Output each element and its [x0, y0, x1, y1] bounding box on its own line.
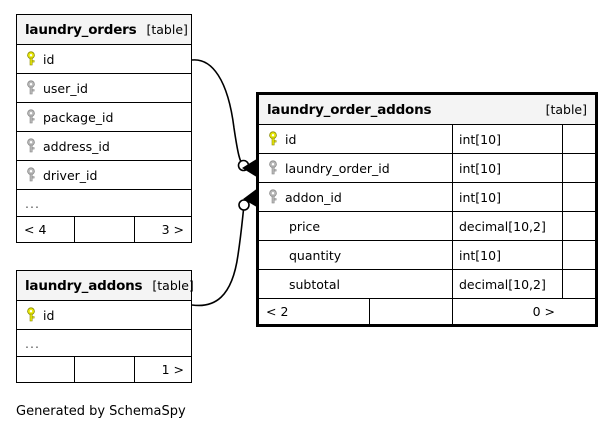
relationship-arrowhead: [243, 189, 257, 207]
table-row[interactable]: laundry_order_id int[10]: [259, 154, 595, 183]
column-cell-quantity: quantity: [259, 241, 452, 269]
column-name: quantity: [289, 247, 342, 263]
table-row[interactable]: driver_id: [17, 161, 191, 190]
column-extra: [562, 183, 595, 211]
column-name: address_id: [43, 138, 110, 154]
column-name: addon_id: [285, 189, 342, 205]
column-cell-id: id: [17, 45, 191, 73]
table-header-laundry-orders: laundry_orders [table]: [17, 15, 191, 45]
table-kind-label: [table]: [152, 278, 194, 293]
column-name: price: [289, 218, 321, 234]
foreign-key-icon: [27, 138, 35, 153]
footer-next-count[interactable]: 0 >: [452, 299, 562, 324]
table-footer-laundry-orders: < 4 3 >: [17, 217, 191, 242]
more-columns-indicator: ...: [17, 330, 191, 357]
column-type: int[10]: [452, 183, 562, 211]
table-row[interactable]: address_id: [17, 132, 191, 161]
table-title: laundry_addons: [25, 277, 143, 294]
table-footer-laundry-addons: 1 >: [17, 357, 191, 382]
relationship-arrowhead: [242, 159, 257, 177]
column-type: int[10]: [452, 125, 562, 153]
column-cell-price: price: [259, 212, 452, 240]
foreign-key-icon: [27, 109, 35, 124]
table-laundry-orders[interactable]: laundry_orders [table] id user_id: [16, 14, 192, 243]
table-row[interactable]: id int[10]: [259, 125, 595, 154]
column-name: id: [43, 51, 55, 67]
column-type: decimal[10,2]: [452, 270, 562, 298]
relationship-line-orders-to-order-addons: [191, 59, 244, 166]
table-kind-label: [table]: [545, 102, 587, 117]
column-name: user_id: [43, 80, 88, 96]
footer-middle: [74, 217, 133, 242]
column-type: decimal[10,2]: [452, 212, 562, 240]
column-cell-id: id: [17, 301, 191, 329]
table-laundry-addons[interactable]: laundry_addons [table] id ... 1 >: [16, 270, 194, 383]
footer-middle: [369, 299, 452, 324]
column-extra: [562, 154, 595, 182]
column-name: id: [43, 307, 55, 323]
relationship-line-addons-to-order-addons: [191, 205, 245, 307]
footer-prev-count[interactable]: < 4: [24, 222, 47, 237]
column-cell-subtotal: subtotal: [259, 270, 452, 298]
column-cell-id: id: [259, 125, 452, 153]
table-row[interactable]: price decimal[10,2]: [259, 212, 595, 241]
primary-key-icon: [269, 131, 277, 146]
table-header-laundry-addons: laundry_addons [table]: [17, 271, 194, 301]
column-name: id: [285, 131, 297, 147]
primary-key-icon: [27, 307, 35, 322]
table-row[interactable]: quantity int[10]: [259, 241, 595, 270]
footer-middle: [74, 357, 133, 382]
column-extra: [562, 241, 595, 269]
relationship-endpoint-circle: [237, 159, 250, 172]
column-type: int[10]: [452, 241, 562, 269]
relationship-endpoint-circle: [238, 199, 250, 211]
primary-key-icon: [27, 51, 35, 66]
table-row[interactable]: package_id: [17, 103, 191, 132]
table-row[interactable]: addon_id int[10]: [259, 183, 595, 212]
table-kind-label: [table]: [146, 22, 188, 37]
table-header-laundry-order-addons: laundry_order_addons [table]: [259, 95, 595, 125]
column-name: subtotal: [289, 276, 340, 292]
generated-by-caption: Generated by SchemaSpy: [16, 404, 186, 419]
footer-next-count[interactable]: 1 >: [133, 357, 191, 382]
column-cell-addon-id: addon_id: [259, 183, 452, 211]
column-extra: [562, 125, 595, 153]
column-name: laundry_order_id: [285, 160, 390, 176]
foreign-key-icon: [27, 167, 35, 182]
table-row[interactable]: id: [17, 301, 191, 330]
footer-next-count[interactable]: 3 >: [133, 217, 191, 242]
column-cell-driver-id: driver_id: [17, 161, 191, 189]
column-name: driver_id: [43, 167, 98, 183]
foreign-key-icon: [269, 160, 277, 175]
column-extra: [562, 212, 595, 240]
table-footer-laundry-order-addons: < 2 0 >: [259, 299, 595, 324]
footer-prev-count[interactable]: < 2: [266, 304, 289, 319]
column-name: package_id: [43, 109, 114, 125]
column-cell-laundry-order-id: laundry_order_id: [259, 154, 452, 182]
table-row[interactable]: id: [17, 45, 191, 74]
column-extra: [562, 270, 595, 298]
more-columns-indicator: ...: [17, 190, 191, 217]
table-row[interactable]: subtotal decimal[10,2]: [259, 270, 595, 299]
column-cell-user-id: user_id: [17, 74, 191, 102]
column-cell-package-id: package_id: [17, 103, 191, 131]
table-laundry-order-addons[interactable]: laundry_order_addons [table] id int[10] …: [256, 92, 598, 327]
table-title: laundry_order_addons: [267, 101, 432, 118]
column-cell-address-id: address_id: [17, 132, 191, 160]
table-row[interactable]: user_id: [17, 74, 191, 103]
foreign-key-icon: [269, 189, 277, 204]
column-type: int[10]: [452, 154, 562, 182]
table-title: laundry_orders: [25, 21, 137, 38]
footer-prev-count[interactable]: [17, 357, 74, 382]
foreign-key-icon: [27, 80, 35, 95]
